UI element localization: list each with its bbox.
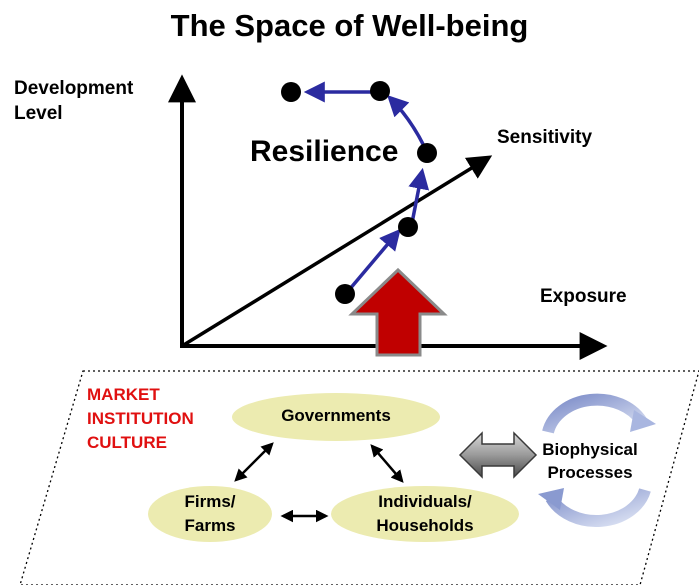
- context-label-institution: INSTITUTION: [87, 409, 194, 428]
- trajectory-point-3: [417, 143, 437, 163]
- individuals-label-line2: Households: [376, 516, 474, 535]
- trajectory-point-4: [370, 81, 390, 101]
- context-plane: [19, 370, 699, 585]
- gov-firms-link: [234, 442, 274, 482]
- resilience-trajectory: [303, 81, 430, 292]
- gov-individuals-link: [370, 444, 404, 483]
- development-axis-label-line2: Level: [14, 103, 63, 124]
- red-up-arrow: [348, 267, 448, 357]
- context-label-market: MARKET: [87, 385, 160, 404]
- firms-label-line2: Farms: [184, 516, 236, 535]
- trajectory-point-1: [335, 284, 355, 304]
- biophysical-label-line1: Biophysical: [542, 440, 638, 459]
- page-title: The Space of Well-being: [170, 8, 529, 43]
- firms-node: [148, 486, 272, 542]
- resilience-label: Resilience: [250, 135, 399, 168]
- sensitivity-axis: [181, 155, 493, 348]
- sensitivity-axis-label: Sensitivity: [497, 127, 593, 148]
- biophysical-cycle-icon: [538, 393, 656, 528]
- exposure-axis-label: Exposure: [540, 286, 627, 307]
- individuals-node: [331, 486, 519, 542]
- development-axis-label-line1: Development: [14, 78, 134, 99]
- trajectory-point-2: [398, 217, 418, 237]
- grey-double-arrow: [458, 431, 538, 479]
- context-label-culture: CULTURE: [87, 433, 167, 452]
- biophysical-label-line2: Processes: [547, 463, 633, 482]
- firms-label-line1: Firms/: [184, 492, 236, 511]
- individuals-label-line1: Individuals/: [378, 492, 472, 511]
- trajectory-point-5: [281, 82, 301, 102]
- governments-node: [232, 393, 440, 441]
- governments-label: Governments: [281, 406, 391, 425]
